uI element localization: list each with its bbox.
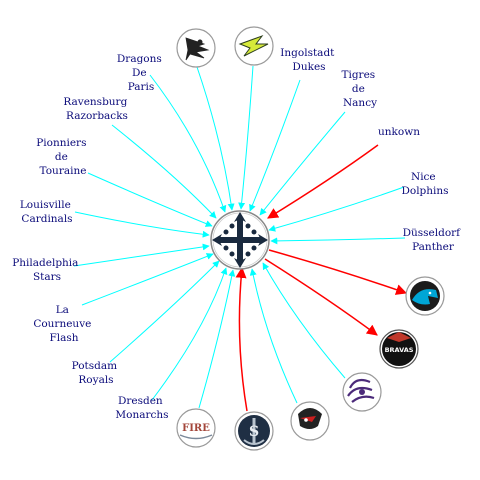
- label-tigres[interactable]: Tigres de Nancy: [341, 69, 378, 109]
- raider-mascot-logo-icon: [298, 408, 322, 429]
- fire-logo-icon: FIRE: [179, 423, 213, 440]
- node-braves[interactable]: BRAVAS: [379, 329, 419, 369]
- edge-anchor: [235, 266, 248, 412]
- highlight-edges: [235, 144, 408, 412]
- edge-dusseldorf: [270, 237, 406, 245]
- incoming-edges: [73, 65, 406, 409]
- node-raider[interactable]: [290, 401, 330, 441]
- edge-raider: [249, 268, 298, 404]
- panther-logo-icon: [410, 281, 440, 311]
- node-anchor[interactable]: S: [234, 411, 274, 451]
- braves-logo-icon: BRAVAS: [382, 332, 416, 366]
- edge-tigres: [259, 111, 346, 216]
- edge-philadelphia: [73, 243, 210, 267]
- edge-storm: [262, 262, 346, 379]
- label-pionniers[interactable]: Pionniers de Touraine: [36, 137, 90, 177]
- label-potsdam[interactable]: Potsdam Royals: [72, 360, 121, 386]
- node-panther[interactable]: [405, 276, 445, 316]
- griffin-logo-icon: [185, 37, 210, 61]
- edge-pionniers: [87, 172, 213, 227]
- storm-swirl-logo-icon: [347, 378, 375, 403]
- center-node[interactable]: [210, 210, 270, 270]
- edge-unkown: [267, 144, 379, 219]
- edge-braves: [264, 258, 378, 336]
- braves-logo-text: BRAVAS: [385, 346, 414, 354]
- team-labels: Dragons De Paris Ingolstadt Dukes Tigres…: [12, 47, 464, 421]
- label-philadelphia[interactable]: Philadelphia Stars: [12, 257, 82, 283]
- edge-ravensburg: [111, 124, 217, 219]
- node-bolt[interactable]: [234, 26, 274, 66]
- edge-panther: [268, 249, 408, 295]
- label-louisville[interactable]: Louisville Cardinals: [20, 199, 74, 225]
- node-griffin[interactable]: [176, 28, 216, 68]
- edge-bolt: [238, 65, 254, 210]
- label-ingolstadt[interactable]: Ingolstadt Dukes: [280, 47, 337, 73]
- label-dresden[interactable]: Dresden Monarchs: [115, 395, 168, 421]
- anchor-s-logo-icon: S: [238, 415, 270, 447]
- edge-potsdam: [109, 260, 220, 363]
- fleur-cross-icon: [212, 212, 268, 268]
- edge-dragons: [149, 74, 227, 213]
- lightning-bolt-logo-icon: [238, 34, 269, 57]
- label-ravensburg[interactable]: Ravensburg Razorbacks: [63, 96, 130, 122]
- label-dragons[interactable]: Dragons De Paris: [117, 53, 165, 93]
- edge-nice: [268, 186, 405, 232]
- fire-logo-text: FIRE: [182, 423, 210, 434]
- edge-ingolstadt: [249, 79, 301, 212]
- node-fire[interactable]: FIRE: [176, 408, 216, 448]
- node-storm[interactable]: [342, 372, 382, 412]
- label-courneuve[interactable]: La Courneuve Flash: [33, 304, 94, 344]
- edge-louisville: [74, 211, 210, 238]
- edge-griffin: [196, 66, 235, 211]
- edge-fire: [198, 269, 236, 409]
- edge-dresden: [151, 267, 228, 401]
- edge-courneuve: [81, 253, 214, 306]
- label-unkown[interactable]: unkown: [378, 126, 420, 138]
- label-nice[interactable]: Nice Dolphins: [401, 171, 448, 197]
- anchor-logo-text: S: [249, 424, 259, 440]
- label-dusseldorf[interactable]: Düsseldorf Panther: [403, 227, 464, 253]
